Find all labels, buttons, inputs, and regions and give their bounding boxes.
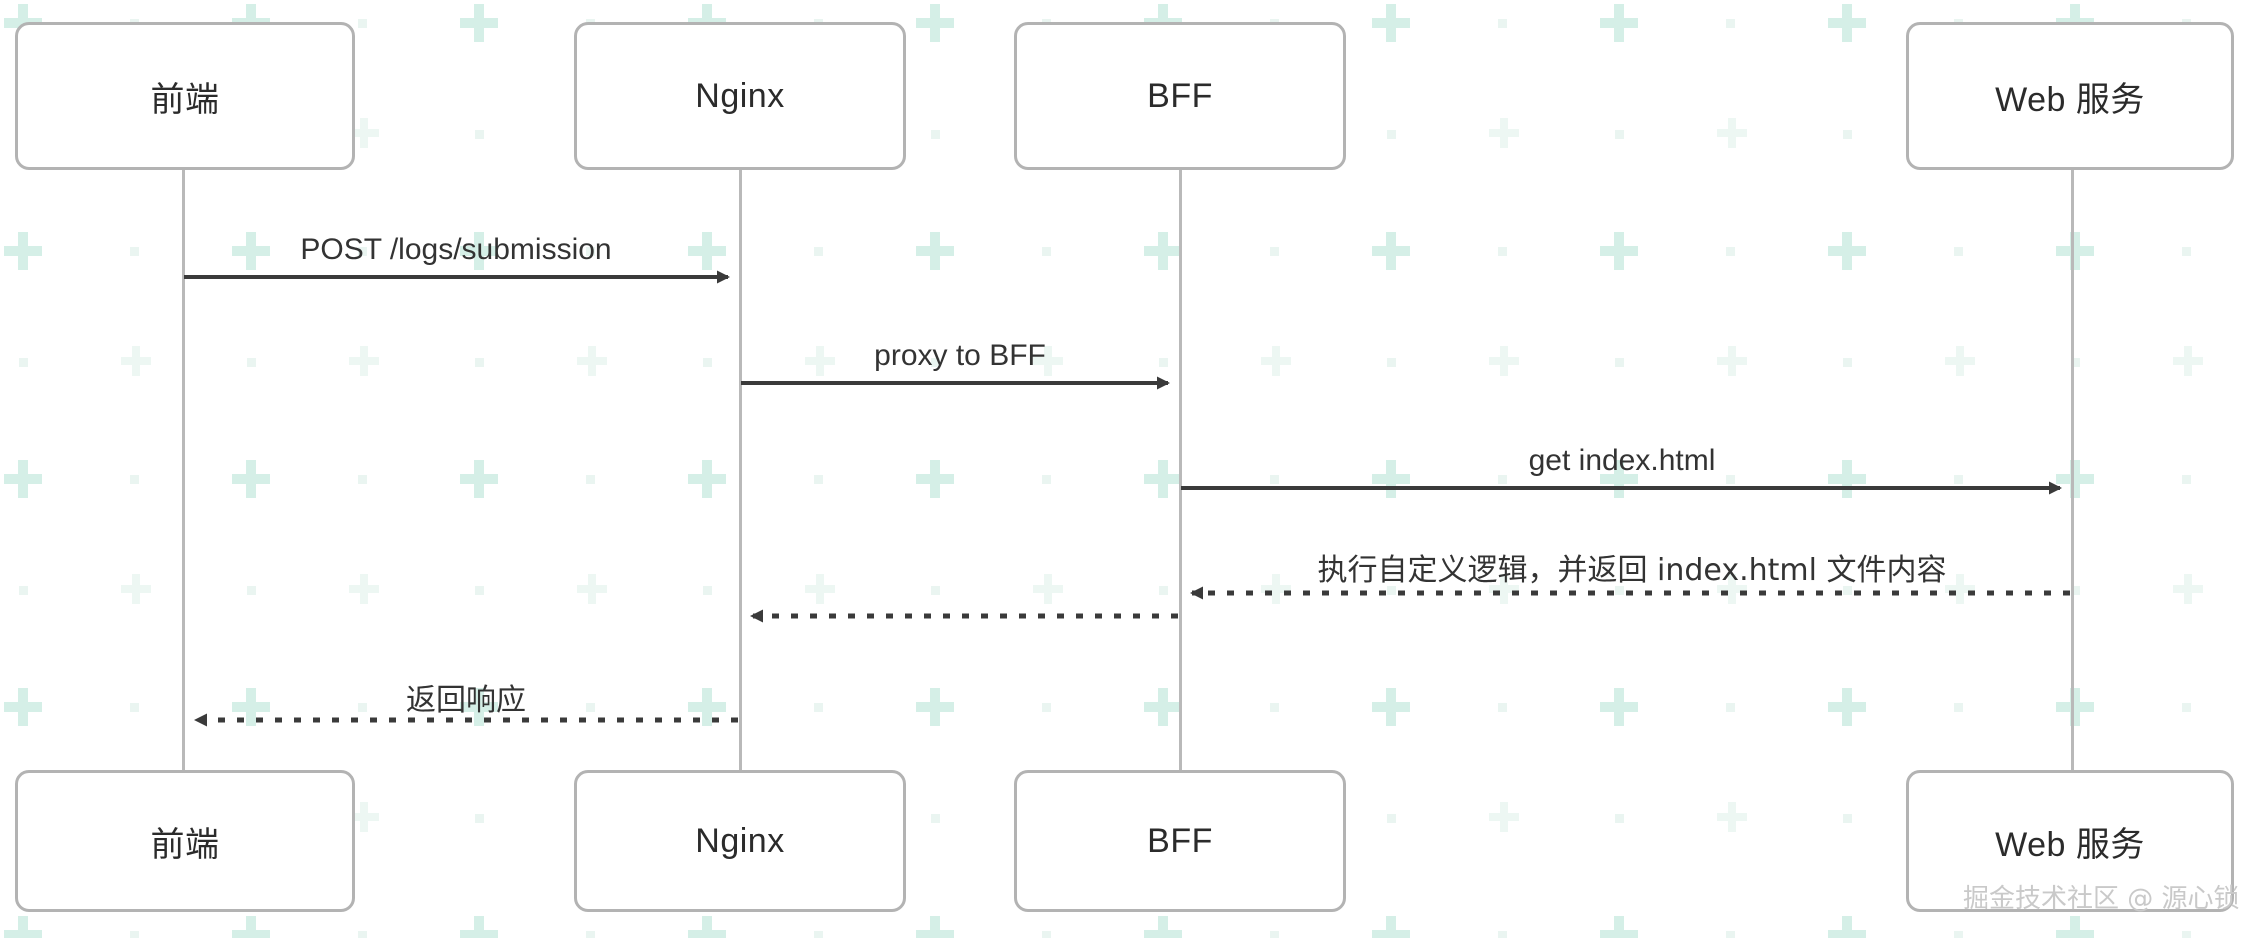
- actor-box-nginx-top[interactable]: Nginx: [574, 22, 906, 170]
- message-label-m4: 执行自定义逻辑，并返回 index.html 文件内容: [1317, 553, 1947, 588]
- actor-box-frontend-top[interactable]: 前端: [15, 22, 355, 170]
- actor-box-frontend-bottom[interactable]: 前端: [15, 770, 355, 912]
- lifeline-nginx: [739, 168, 742, 772]
- actor-label-bff-bottom: BFF: [1147, 821, 1213, 860]
- actor-box-nginx-bottom[interactable]: Nginx: [574, 770, 906, 912]
- actor-label-web-top: Web 服务: [1995, 80, 2145, 119]
- message-label-m2: proxy to BFF: [874, 339, 1046, 372]
- watermark: 掘金技术社区 @ 源心锁: [1963, 884, 2240, 914]
- actor-label-bff-top: BFF: [1147, 76, 1213, 115]
- actor-label-nginx-top: Nginx: [695, 76, 785, 115]
- actor-label-frontend-bottom: 前端: [150, 825, 220, 864]
- actor-box-web-top[interactable]: Web 服务: [1906, 22, 2234, 170]
- actor-box-bff-top[interactable]: BFF: [1014, 22, 1346, 170]
- actor-label-web-bottom: Web 服务: [1995, 825, 2145, 864]
- actor-label-frontend-top: 前端: [150, 80, 220, 119]
- lifeline-web: [2071, 168, 2074, 772]
- lifeline-frontend: [182, 168, 185, 772]
- actor-label-nginx-bottom: Nginx: [695, 821, 785, 860]
- lifeline-bff: [1179, 168, 1182, 772]
- message-label-m3: get index.html: [1528, 444, 1716, 477]
- message-label-m1: POST /logs/submission: [300, 233, 612, 266]
- actor-box-bff-bottom[interactable]: BFF: [1014, 770, 1346, 912]
- message-label-m6: 返回响应: [406, 683, 526, 718]
